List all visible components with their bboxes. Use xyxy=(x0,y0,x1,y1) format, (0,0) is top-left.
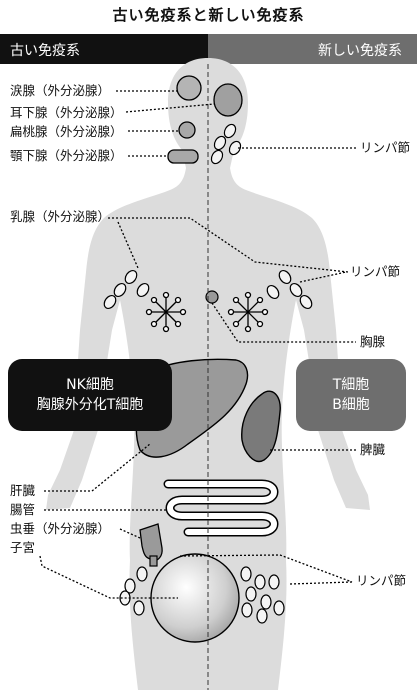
parotid-gland xyxy=(213,83,243,117)
neck-lymph-nodes xyxy=(210,123,242,165)
old-immune-label: 古い免疫系 xyxy=(10,43,80,59)
neck-lymph-node-label: リンパ節 xyxy=(360,140,411,155)
thymus-label: 胸腺 xyxy=(360,334,386,349)
spleen xyxy=(241,390,281,463)
intestine-label: 腸管 xyxy=(10,502,36,517)
appendix-tip xyxy=(149,555,158,567)
leader-lines xyxy=(39,90,358,599)
lacrimal-gland-label: 涙腺（外分泌腺） xyxy=(10,83,111,98)
axillary-lymph-node-label: リンパ節 xyxy=(350,264,401,279)
liver-label: 肝臓 xyxy=(10,483,36,498)
diagram-title: 古い免疫系と新しい免疫系 xyxy=(112,6,305,24)
uterus-label: 子宮 xyxy=(10,540,36,555)
old-immune-header xyxy=(0,34,208,64)
intestine xyxy=(163,479,279,537)
pelvic-lymph-nodes xyxy=(119,566,285,624)
nk-cell-label: NK細胞 xyxy=(66,377,114,393)
t-cell-label: T細胞 xyxy=(332,377,370,393)
new-immune-label: 新しい免疫系 xyxy=(318,43,402,59)
tonsil xyxy=(178,121,196,139)
axillary-lymph-nodes xyxy=(103,269,313,310)
new-immune-header xyxy=(208,34,417,64)
lacrimal-gland xyxy=(176,75,202,101)
uterus xyxy=(150,553,240,643)
appendix-label: 虫垂（外分泌腺） xyxy=(10,521,111,536)
tonsil-label: 扁桃腺（外分泌腺） xyxy=(10,124,123,139)
pelvic-lymph-node-label: リンパ節 xyxy=(356,573,407,588)
b-cell-label: B細胞 xyxy=(332,397,370,413)
parotid-gland-label: 耳下腺（外分泌腺） xyxy=(10,105,123,120)
mammary-glands xyxy=(145,291,269,333)
submandibular-gland xyxy=(167,149,199,164)
spleen-label: 脾臓 xyxy=(360,442,386,457)
old-immune-cells-box: NK細胞 胸腺外分化T細胞 xyxy=(8,359,172,431)
submandibular-gland-label: 顎下腺（外分泌腺） xyxy=(10,148,123,163)
extrathymic-t-cell-label: 胸腺外分化T細胞 xyxy=(36,397,144,413)
new-immune-cells-box: T細胞 B細胞 xyxy=(296,359,406,431)
mammary-gland-label: 乳腺（外分泌腺） xyxy=(10,209,111,224)
